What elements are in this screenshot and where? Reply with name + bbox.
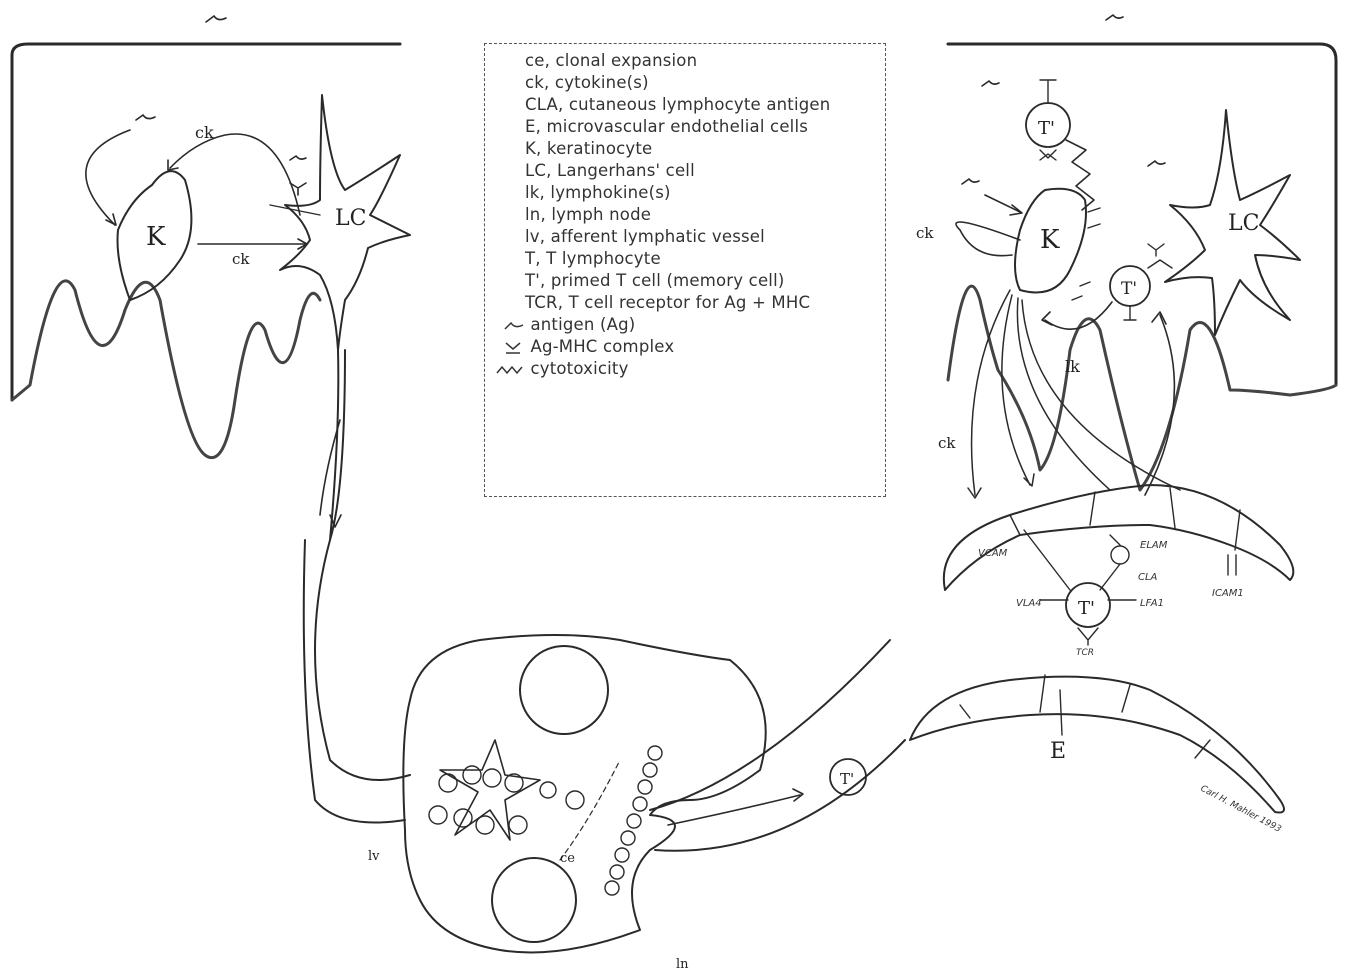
tcr-icon [1078,628,1098,645]
microvascular-vessel-upper [944,485,1294,590]
legend-entry: lk, lymphokine(s) [525,182,875,204]
lymph-node: ce ln [403,635,765,972]
recirculation-arrow [1145,315,1174,495]
germinal-center [520,646,608,734]
legend-entry-antigen: antigen (Ag) [525,314,875,336]
legend-entry-cytotoxicity: cytotoxicity [525,358,875,380]
lymphokine-label: lk [1065,357,1080,376]
vla4-label: VLA4 [1016,598,1042,609]
legend-entry: ce, clonal expansion [525,50,875,72]
lymph-node-lc-cluster [440,740,540,840]
cytotoxicity-icon [495,363,525,377]
afferent-lymphatic-vessel [304,350,410,823]
endothelial-junctions [960,675,1210,758]
langerhans-label: LC [335,206,366,231]
primed-t-label: T' [1038,118,1055,139]
lymph-node-outline [403,635,765,953]
right-dermal-papillae [948,286,1336,490]
lfa1-label: LFA1 [1140,598,1164,609]
legend-entry: T, T lymphocyte [525,248,875,270]
ag-mhc-complex-icon [1148,244,1172,268]
legend-entry: TCR, T cell receptor for Ag + MHC [525,292,875,314]
cytotoxicity-zigzag [1066,140,1094,210]
clonal-expansion-label: ce [560,851,575,866]
legend-entry: E, microvascular endothelial cells [525,116,875,138]
keratinocyte-label: K [1040,225,1060,255]
ck-label: ck [232,250,250,268]
tcr-label: TCR [1076,648,1094,658]
cla-ligand [1111,546,1129,564]
tcr-icon [1040,80,1056,103]
ce-path [560,760,620,860]
antigen-icon [503,319,525,333]
antigen-icon [290,156,306,160]
lymphatic-vessel-label: lv [368,849,380,864]
legend-entry-ag-mhc: Ag-MHC complex [525,336,875,358]
ck-arrows-down [968,290,1180,498]
efferent-vessel [650,640,905,851]
endothelial-junctions [1010,488,1240,550]
legend-box: ce, clonal expansion ck, cytokine(s) CLA… [484,43,886,497]
legend-entry: T', primed T cell (memory cell) [525,270,875,292]
vcam-label: VCAM [978,548,1008,559]
antigen-icon [982,81,999,86]
antigen-arrow [985,195,1020,212]
ag-mhc-complex-icon [1040,150,1056,160]
legend-entry: ln, lymph node [525,204,875,226]
ck-label: ck [195,123,214,142]
endothelial-label: E [1050,739,1066,764]
left-epidermis-panel [12,44,400,458]
legend-entry: CLA, cutaneous lymphocyte antigen [525,94,875,116]
germinal-center [492,858,576,942]
ag-mhc-complex-icon [503,341,525,355]
left-dermal-papillae [12,281,320,458]
ck-label: ck [938,434,956,452]
clonal-expansion-cells [605,746,662,895]
legend-entry: LC, Langerhans' cell [525,160,875,182]
adhesion-bonds [1024,530,1120,590]
arrowhead [106,214,116,225]
legend-entry: ck, cytokine(s) [525,72,875,94]
right-epidermis-border [948,44,1336,385]
ck-loop [956,222,1020,256]
icam1-marks [1228,555,1236,575]
microvascular-vessel-lower [910,677,1284,813]
right-epidermis-panel [948,44,1336,490]
icam1-label: ICAM1 [1212,588,1244,599]
cla-label: CLA [1138,572,1158,583]
langerhans-label: LC [1228,211,1259,236]
legend-entry: lv, afferent lymphatic vessel [525,226,875,248]
arrowhead [1152,312,1166,324]
tcr-icon [1124,306,1136,320]
legend-entry: K, keratinocyte [525,138,875,160]
antigen-icon [1106,15,1123,20]
signature: Carl H. Mahler 1993 [1199,784,1283,835]
legend-text: Ag-MHC complex [530,337,674,356]
antigen-to-k-arrow [86,130,130,225]
lymph-node-label: ln [676,957,689,972]
legend-text: antigen (Ag) [530,315,635,334]
antigen-icon [1148,161,1165,166]
antigen-icon [136,115,155,120]
ck-label: ck [916,224,934,242]
antigen-icon [206,16,226,22]
legend-text: cytotoxicity [530,359,628,378]
antigen-icon [962,179,979,184]
e-pointer [1060,690,1062,735]
keratinocyte-label: K [146,222,166,252]
primed-t-label: T' [1078,598,1095,619]
elam-label: ELAM [1140,540,1168,551]
lk-arrow [1045,302,1112,329]
primed-t-label: T' [1121,279,1137,299]
primed-t-label: T' [840,770,854,788]
